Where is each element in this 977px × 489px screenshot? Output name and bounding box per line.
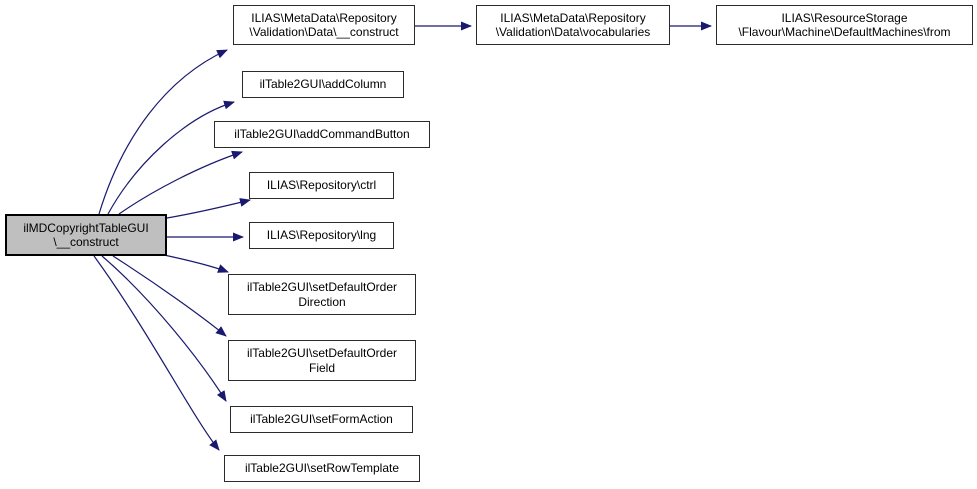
edge-root-to-md-data-construct: [98, 49, 228, 215]
graph-node-ctrl[interactable]: ILIAS\Repository\ctrl: [249, 172, 394, 199]
node-label-line: ILIAS\Repository\ctrl: [266, 178, 377, 193]
node-label-line: ILIAS\ResourceStorage: [781, 10, 908, 25]
node-label-line: ILIAS\MetaData\Repository: [251, 10, 397, 25]
graph-node-md-data-vocabularies[interactable]: ILIAS\MetaData\Repository\Validation\Dat…: [476, 5, 670, 45]
edge-root-to-ctrl: [166, 198, 251, 219]
edge-root-to-set-form-action: [101, 255, 227, 402]
node-label-line: ilMDCopyrightTableGUI: [23, 220, 149, 235]
node-label-line: ilTable2GUI\setRowTemplate: [244, 461, 400, 476]
node-label-line: ILIAS\MetaData\Repository: [500, 10, 646, 25]
graph-node-md-data-construct[interactable]: ILIAS\MetaData\Repository\Validation\Dat…: [233, 5, 415, 45]
graph-node-lng[interactable]: ILIAS\Repository\lng: [249, 222, 394, 249]
node-label-line: ilTable2GUI\setDefaultOrder: [246, 346, 398, 360]
edge-root-to-set-row-template: [93, 255, 220, 451]
edge-root-to-set-default-order-field: [112, 255, 227, 337]
node-label-line: ilTable2GUI\setFormAction: [250, 412, 393, 427]
edge-root-to-add-column: [107, 100, 235, 215]
graph-node-add-column[interactable]: ilTable2GUI\addColumn: [242, 71, 404, 98]
edge-root-to-add-command-button: [118, 150, 243, 215]
graph-node-root: ilMDCopyrightTableGUI\__construct: [5, 214, 167, 256]
edge-root-to-set-default-order-direction: [163, 254, 229, 273]
node-label-line: ilTable2GUI\addColumn: [259, 77, 387, 92]
node-label-line: Direction: [298, 294, 346, 309]
node-label-line: Field: [308, 360, 335, 375]
node-label-line: \Validation\Data\__construct: [249, 25, 399, 39]
graph-node-default-machines-from[interactable]: ILIAS\ResourceStorage\Flavour\Machine\De…: [716, 5, 973, 45]
graph-node-set-row-template[interactable]: ilTable2GUI\setRowTemplate: [224, 455, 420, 482]
node-label-line: \__construct: [53, 235, 119, 249]
graph-node-add-command-button[interactable]: ilTable2GUI\addCommandButton: [214, 121, 430, 148]
node-label-line: ilTable2GUI\addCommandButton: [234, 127, 410, 142]
node-label-line: \Flavour\Machine\DefaultMachines\from: [738, 25, 951, 39]
node-label-line: ILIAS\Repository\lng: [266, 228, 377, 243]
node-label-line: \Validation\Data\vocabularies: [495, 25, 651, 39]
graph-node-set-form-action[interactable]: ilTable2GUI\setFormAction: [230, 406, 413, 433]
node-label-line: ilTable2GUI\setDefaultOrder: [246, 280, 398, 294]
